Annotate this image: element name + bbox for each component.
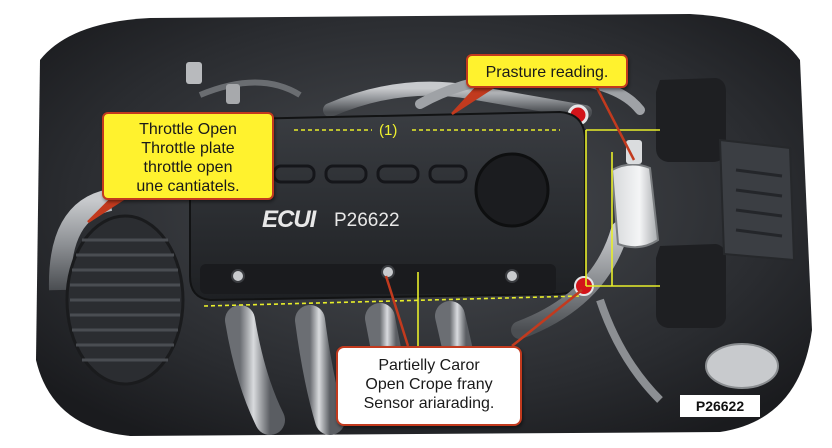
callout-leaders xyxy=(87,85,636,347)
right-cable xyxy=(596,298,663,403)
pressure-callout: Prasture reading. xyxy=(466,54,628,88)
sensor-callout: Partielly Caror Open Crope frany Sensor … xyxy=(336,346,522,426)
ignition-coil-top xyxy=(656,78,726,162)
throttle-callout-line: throttle open xyxy=(143,159,233,176)
top-bolt xyxy=(186,62,202,84)
throttle-callout-line: une cantiatels. xyxy=(136,178,240,195)
intake-pipe xyxy=(48,189,113,291)
sensor-connector xyxy=(626,140,642,164)
mounting-bolts xyxy=(231,265,519,283)
sensor-callout-line: Partielly Caror xyxy=(378,357,480,374)
guide-lines xyxy=(203,129,660,346)
throttle-callout-line: Throttle Open xyxy=(139,121,237,138)
oil-filler-cap xyxy=(474,152,550,228)
fuse-box-vents xyxy=(735,168,783,238)
pressure-callout-text: Prasture reading. xyxy=(485,64,609,81)
ecu-code: P26622 xyxy=(334,210,400,231)
wire-harness xyxy=(198,79,302,98)
rear-hose xyxy=(323,81,592,119)
sensor-callout-line: Open Crope frany xyxy=(365,376,493,393)
throttle-callout: Throttle Open Throttle plate throttle op… xyxy=(102,112,274,200)
ignition-coil-bottom xyxy=(656,244,726,328)
ecu-brand-logo: ECUI xyxy=(262,206,316,233)
ecu-base-rail xyxy=(200,264,556,294)
reservoir-cap xyxy=(705,343,779,389)
marker-label: (1) xyxy=(379,122,398,139)
pressure-sensor xyxy=(610,163,660,249)
sensor-callout-line: Sensor ariarading. xyxy=(363,395,495,412)
corner-code-label: P26622 xyxy=(680,395,760,417)
fuse-box xyxy=(718,138,796,262)
top-bolt xyxy=(226,84,240,104)
air-filter-ribs xyxy=(70,238,180,362)
throttle-callout-line: Throttle plate xyxy=(141,140,235,157)
